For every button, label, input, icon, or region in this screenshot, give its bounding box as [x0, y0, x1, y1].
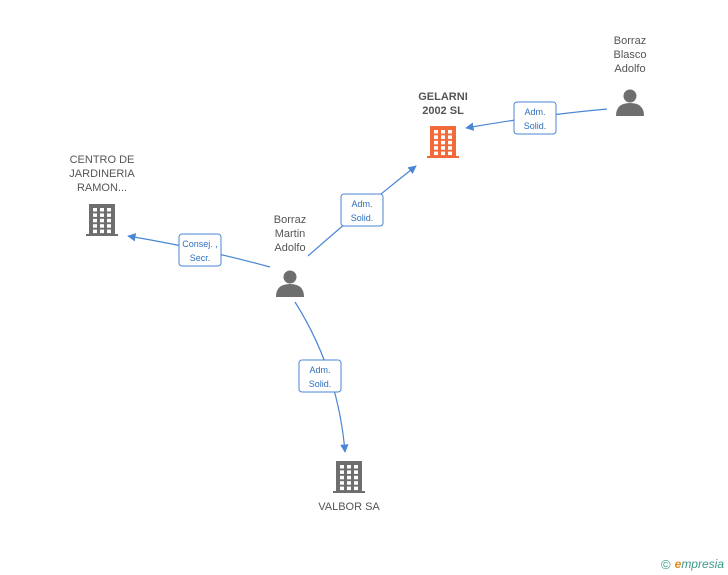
edge-label-box[interactable]	[513, 101, 557, 135]
edge-label-e4[interactable]: Adm. Solid.	[298, 359, 342, 393]
edge-label-text: Adm.	[309, 365, 330, 375]
brand-name-initial: e	[674, 557, 682, 571]
node-label[interactable]: GELARNI	[418, 91, 468, 103]
edge-label-e1[interactable]: Adm. Solid.	[513, 101, 557, 135]
edge-label-text: Secr.	[190, 253, 211, 263]
edge-label-text: Solid.	[351, 213, 374, 223]
node-label[interactable]: 2002 SL	[422, 105, 464, 117]
person-icon[interactable]	[276, 270, 304, 298]
building-icon[interactable]	[333, 461, 365, 493]
node-valbor[interactable]: VALBOR SA	[318, 461, 380, 513]
edges-layer: Adm. Solid. Adm. Solid. Consej. , Secr. Adm. So…	[127, 101, 608, 453]
brand-logo[interactable]: © empresia	[661, 556, 724, 572]
edge-label-text: Solid.	[309, 379, 332, 389]
building-icon[interactable]	[86, 204, 118, 236]
node-label[interactable]: Adolfo	[614, 63, 645, 75]
edge-label-text: Solid.	[524, 121, 547, 131]
node-label[interactable]: Martin	[275, 228, 306, 240]
edge-label-box[interactable]	[298, 359, 342, 393]
node-label[interactable]: Borraz	[274, 214, 306, 226]
edge-label-e3[interactable]: Consej. , Secr.	[178, 233, 222, 267]
node-gelarni[interactable]: GELARNI 2002 SL	[418, 91, 468, 158]
brand-name-rest: mpresia	[681, 557, 724, 571]
node-label[interactable]: VALBOR SA	[318, 501, 380, 513]
edge-label-text: Adm.	[524, 107, 545, 117]
node-label[interactable]: Adolfo	[274, 242, 305, 254]
edge-label-text: Consej. ,	[182, 239, 218, 249]
copyright-icon: ©	[661, 556, 671, 572]
edge-label-e2[interactable]: Adm. Solid.	[340, 193, 384, 227]
node-label[interactable]: Blasco	[613, 49, 646, 61]
node-label[interactable]: JARDINERIA	[69, 168, 135, 180]
edge-label-box[interactable]	[340, 193, 384, 227]
person-icon[interactable]	[616, 89, 644, 117]
edge-label-text: Adm.	[351, 199, 372, 209]
building-icon[interactable]	[427, 126, 459, 158]
brand-name: empresia	[675, 557, 724, 571]
node-label[interactable]: CENTRO DE	[70, 154, 135, 166]
node-label[interactable]: Borraz	[614, 35, 646, 47]
node-label[interactable]: RAMON...	[77, 182, 127, 194]
node-centro[interactable]: CENTRO DE JARDINERIA RAMON...	[69, 154, 135, 236]
edge-label-box[interactable]	[178, 233, 222, 267]
